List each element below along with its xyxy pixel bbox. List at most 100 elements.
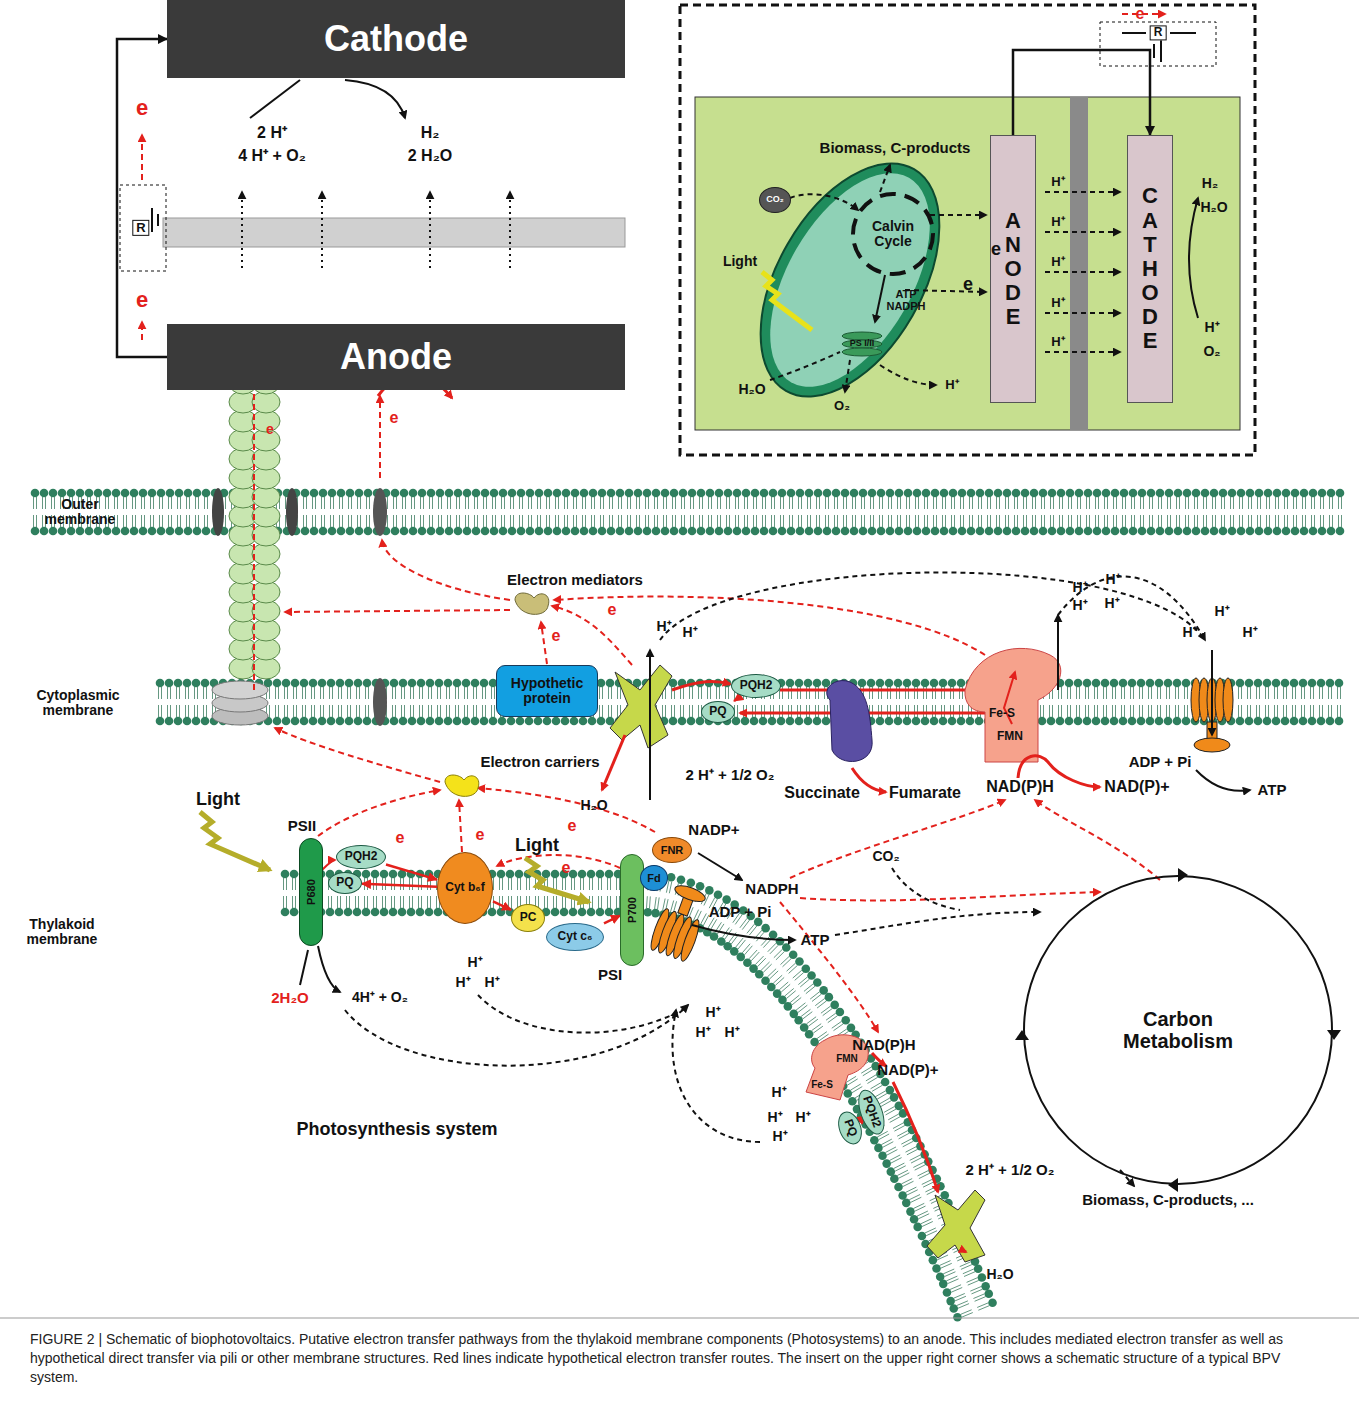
lipid-bilayer <box>1095 497 1096 509</box>
lipid-bilayer <box>663 515 664 527</box>
lipid-bilayer <box>292 878 293 890</box>
left-resistor <box>157 214 159 226</box>
lipid-bilayer <box>549 515 550 527</box>
lipid-bilayer <box>1160 687 1161 699</box>
lipid-bilayer <box>293 687 294 699</box>
lipid-bilayer <box>1299 679 1308 688</box>
lipid-bilayer <box>422 687 423 699</box>
lipid-bilayer <box>1156 489 1165 498</box>
lipid-bilayer <box>726 515 727 527</box>
lipid-bilayer <box>1299 717 1308 726</box>
lipid-bilayer <box>882 497 883 509</box>
lipid-bilayer <box>282 717 291 726</box>
lipid-bilayer <box>1329 497 1330 509</box>
lipid-bilayer <box>895 489 904 498</box>
lipid-bilayer <box>193 527 202 536</box>
lipid-bilayer <box>510 497 511 509</box>
lipid-bilayer <box>810 515 811 527</box>
lipid-bilayer <box>945 515 946 527</box>
lipid-bilayer <box>285 497 286 509</box>
lipid-bilayer <box>347 687 348 699</box>
separator-membrane <box>241 192 243 268</box>
lipid-bilayer <box>1113 515 1114 527</box>
lipid-bilayer <box>711 515 712 527</box>
lipid-bilayer <box>896 705 897 717</box>
lipid-bilayer <box>679 527 688 536</box>
lipid-bilayer <box>771 515 772 527</box>
lipid-bilayer <box>687 878 696 887</box>
lipid-bilayer <box>314 687 315 699</box>
lipid-bilayer <box>753 515 754 527</box>
lipid-bilayer <box>405 515 406 527</box>
lipid-bilayer <box>387 515 388 527</box>
lipid-bilayer <box>1238 687 1239 699</box>
lipid-bilayer <box>1286 705 1287 717</box>
lipid-bilayer <box>969 515 970 527</box>
lipid-bilayer <box>358 896 359 908</box>
lipid-bilayer <box>1089 497 1090 509</box>
lipid-bilayer <box>158 705 159 717</box>
lipid-bilayer <box>962 705 963 717</box>
lipid-bilayer <box>770 705 771 717</box>
lipid-bilayer <box>446 705 447 717</box>
lipid-bilayer <box>1065 679 1074 688</box>
lipid-bilayer <box>373 896 374 908</box>
lipid-bilayer <box>362 908 371 917</box>
lipid-bilayer <box>1192 489 1201 498</box>
lipid-bilayer <box>185 705 186 717</box>
lipid-bilayer <box>189 497 190 509</box>
lipid-bilayer <box>1107 515 1108 527</box>
lipid-bilayer <box>1107 497 1108 509</box>
lipid-bilayer <box>394 896 395 908</box>
lipid-bilayer <box>1038 717 1047 726</box>
lipid-bilayer <box>1300 527 1309 536</box>
lipid-bilayer <box>1341 497 1342 509</box>
lipid-bilayer <box>1320 515 1321 527</box>
lipid-bilayer <box>455 687 456 699</box>
lipid-bilayer <box>994 489 1003 498</box>
lipid-bilayer <box>33 497 34 509</box>
lipid-bilayer <box>360 515 361 527</box>
lipid-bilayer <box>931 527 940 536</box>
lipid-bilayer <box>391 527 400 536</box>
lipid-bilayer <box>204 497 205 509</box>
lipid-bilayer <box>1314 515 1315 527</box>
lipid-bilayer <box>314 705 315 717</box>
lipid-bilayer <box>1166 705 1167 717</box>
lipid-bilayer <box>786 679 795 688</box>
lipid-bilayer <box>1139 687 1140 699</box>
lipid-bilayer <box>499 896 500 908</box>
lipid-bilayer <box>591 497 592 509</box>
lipid-bilayer <box>939 717 948 726</box>
lipid-bilayer <box>1097 705 1098 717</box>
lipid-bilayer <box>558 497 559 509</box>
lipid-bilayer <box>1165 527 1174 536</box>
lipid-bilayer <box>1065 717 1074 726</box>
lipid-bilayer <box>535 527 544 536</box>
inset-cell <box>853 194 933 274</box>
lipid-bilayer <box>760 527 769 536</box>
lipid-bilayer <box>876 717 885 726</box>
lipid-bilayer <box>393 497 394 509</box>
lipid-bilayer <box>688 527 697 536</box>
lipid-bilayer <box>531 497 532 509</box>
lipid-bilayer <box>177 497 178 509</box>
lipid-bilayer <box>168 515 169 527</box>
lipid-bilayer <box>1336 527 1345 536</box>
lipid-bilayer <box>945 497 946 509</box>
lipid-bilayer <box>402 515 403 527</box>
lipid-bilayer <box>1320 497 1321 509</box>
lipid-bilayer <box>1292 705 1293 717</box>
lipid-bilayer <box>1035 497 1036 509</box>
lipid-bilayer <box>957 679 966 688</box>
lipid-bilayer <box>870 515 871 527</box>
lipid-bilayer <box>726 497 727 509</box>
lipid-bilayer <box>1086 515 1087 527</box>
lipid-bilayer <box>1176 515 1177 527</box>
lipid-bilayer <box>1125 497 1126 509</box>
lipid-bilayer <box>499 489 508 498</box>
lipid-bilayer <box>827 705 828 717</box>
lipid-bilayer <box>1175 687 1176 699</box>
lipid-bilayer <box>1130 705 1131 717</box>
lipid-bilayer <box>927 497 928 509</box>
